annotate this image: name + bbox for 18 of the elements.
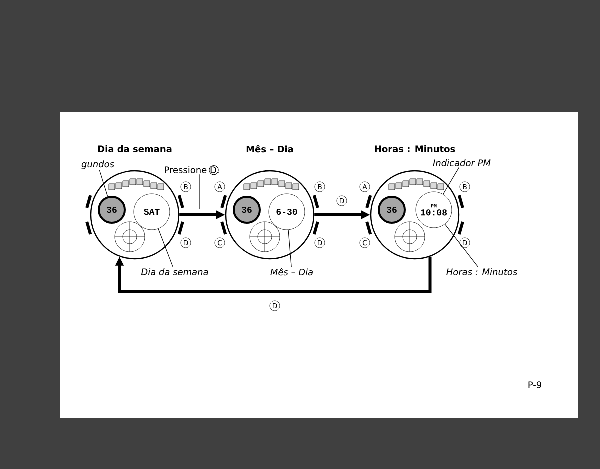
instruction-text: Pressione D. [165,165,219,176]
page-number: P-9 [528,382,542,388]
return-arrow [115,256,432,294]
leader-line [288,230,292,268]
heading: Dia da semana [98,146,172,152]
leader-line [158,228,174,268]
digital-display: SAT [134,194,170,230]
leader-line [444,224,479,268]
digital-display: 6-30 [268,194,306,230]
leader-line [99,170,108,197]
callout-text: Horas : Minutos [446,268,518,276]
callout-text: Dia da semana [141,268,208,276]
callout-text: gundos [82,160,114,170]
heading: Mês – Dia [246,145,294,153]
callout-text: Mês – Dia [270,268,313,276]
heading: Horas : Minutos [375,146,456,152]
leader-line [443,167,460,195]
callout-text: Indicador PM [433,160,491,166]
